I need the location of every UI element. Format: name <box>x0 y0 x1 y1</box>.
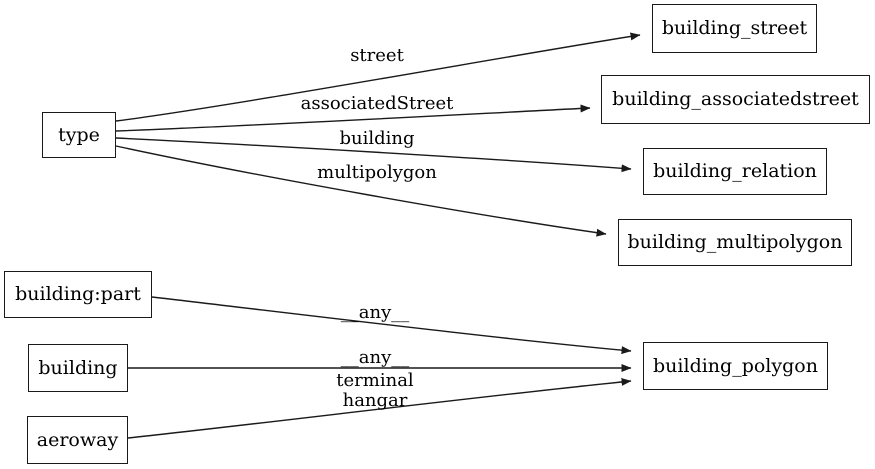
node-label: aeroway <box>36 428 119 451</box>
node-label: building_associatedstreet <box>612 88 859 110</box>
edge-label-l7: terminal <box>336 370 414 391</box>
node-label: building_street <box>661 17 808 39</box>
node-building_relation[interactable]: building_relation <box>643 148 827 195</box>
edge-label-l8: hangar <box>342 390 408 411</box>
edge-label-l5: __any__ <box>340 302 410 323</box>
edge-label-l2: associatedStreet <box>300 93 454 114</box>
edge-type-to-building_multipolygon <box>115 145 607 237</box>
edge-label-l3: building <box>339 128 415 149</box>
node-label: building:part <box>15 283 141 305</box>
node-label: building_multipolygon <box>627 231 843 253</box>
node-label: building_relation <box>653 160 817 182</box>
node-building_associatedstreet[interactable]: building_associatedstreet <box>601 75 870 124</box>
edge-label-l4: multipolygon <box>317 162 437 183</box>
edge-label-l1: street <box>350 45 404 66</box>
node-label: type <box>58 123 100 146</box>
node-aeroway[interactable]: aeroway <box>27 416 128 464</box>
node-type[interactable]: type <box>42 112 116 158</box>
node-building_multipolygon[interactable]: building_multipolygon <box>618 219 852 266</box>
node-label: building_polygon <box>653 354 818 377</box>
node-building_street[interactable]: building_street <box>652 4 817 53</box>
edge-label-l6: __any__ <box>340 347 410 368</box>
node-building_part[interactable]: building:part <box>4 271 152 318</box>
node-building[interactable]: building <box>28 344 128 392</box>
node-building_polygon[interactable]: building_polygon <box>643 342 828 390</box>
node-label: building <box>38 356 118 379</box>
